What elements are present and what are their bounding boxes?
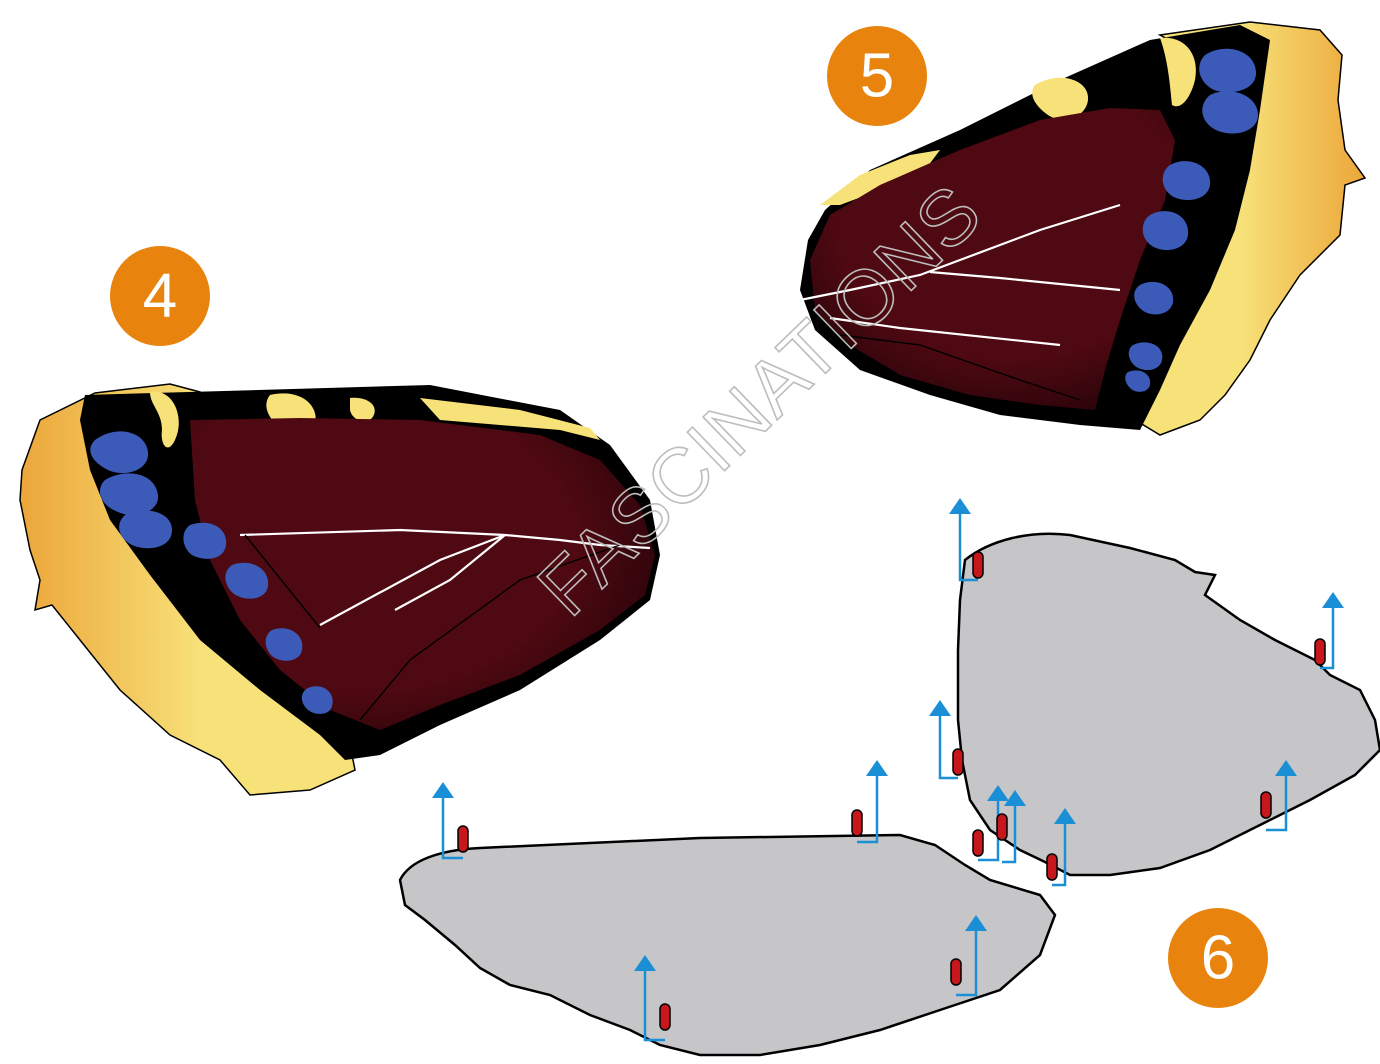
fold-arrow-head (949, 498, 971, 514)
fold-tab-icon (852, 810, 862, 836)
step-number-5: 5 (860, 42, 894, 111)
fold-marker (852, 760, 888, 842)
fold-tab-icon (953, 749, 963, 775)
step-badge-4: 4 (110, 246, 210, 346)
step-number-4: 4 (143, 262, 177, 331)
step-badge-6: 6 (1168, 908, 1268, 1008)
fold-tab-icon (1261, 792, 1271, 818)
fold-tab-icon (1315, 639, 1325, 665)
fold-tab-icon (973, 830, 983, 856)
fold-tab-icon (951, 959, 961, 985)
fold-arrow-head (1322, 592, 1344, 608)
step-number-6: 6 (1201, 924, 1235, 993)
watermark-text: FASCINATIONS (521, 167, 998, 632)
fold-tab-icon (660, 1004, 670, 1030)
fold-tab-icon (1047, 854, 1057, 880)
fold-tab-icon (997, 814, 1007, 840)
fold-marker (432, 782, 468, 858)
fold-tab-icon (458, 826, 468, 852)
step-badge-5: 5 (827, 26, 927, 126)
fold-tab-icon (973, 552, 983, 578)
fold-arrow-head (929, 700, 951, 716)
fold-arrow-head (432, 782, 454, 798)
fold-arrow-head (866, 760, 888, 776)
fold-marker (1315, 592, 1344, 668)
